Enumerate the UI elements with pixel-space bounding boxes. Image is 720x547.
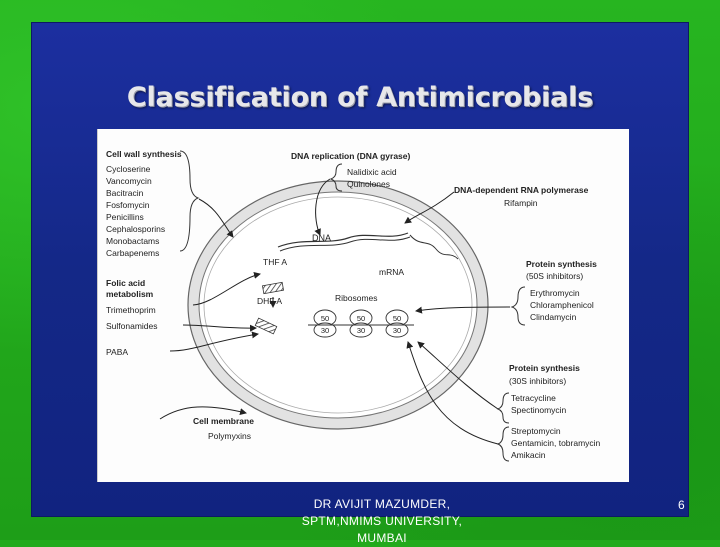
mrna-strand: [409, 234, 459, 260]
protein-50s-heading: Protein synthesis: [526, 259, 597, 269]
protein30-brace: [496, 392, 510, 424]
subunit-30: 30: [321, 326, 329, 335]
cell-wall-group: Cell wall synthesis Cycloserine Vancomyc…: [106, 149, 182, 258]
protein-30s-heading: Protein synthesis: [509, 363, 580, 373]
aminoglycoside-brace: [496, 426, 510, 462]
protein-50s-drug: Chloramphenicol: [530, 300, 594, 310]
diagram-svg: Cell wall synthesis Cycloserine Vancomyc…: [106, 149, 601, 462]
dna-strand-2: [279, 236, 411, 252]
cell-wall-brace: [179, 150, 200, 252]
cell-wall-drug: Vancomycin: [106, 176, 152, 186]
protein-30s-drug: Tetracycline: [511, 393, 556, 403]
arrows: [159, 178, 511, 445]
protein-50s-drug: Erythromycin: [530, 288, 580, 298]
ribosome-subunit-labels: 50 30 50 30 50 30: [321, 314, 401, 335]
protein-50s-subheading: (50S inhibitors): [526, 271, 583, 281]
dhf-label: DHF A: [257, 296, 282, 306]
cell-wall-drug: Cephalosporins: [106, 224, 165, 234]
footer-author: DR AVIJIT MAZUMDER, SPTM,NMIMS UNIVERSIT…: [262, 496, 502, 547]
protein-30s-drug: Spectinomycin: [511, 405, 567, 415]
folic-acid-heading: Folic acid: [106, 278, 145, 288]
subunit-50: 50: [321, 314, 329, 323]
ribosomes-label: Ribosomes: [335, 293, 378, 303]
cell-wall-drug: Carbapenems: [106, 248, 159, 258]
ribosomes: [308, 309, 414, 338]
dna-replication-drug: Nalidixic acid: [347, 167, 397, 177]
folic-acid-drug: Sulfonamides: [106, 321, 158, 331]
dna-label: DNA: [312, 233, 331, 243]
protein-30s-drug: Streptomycin: [511, 426, 561, 436]
cell-wall-heading: Cell wall synthesis: [106, 149, 182, 159]
slide-title: Classification of Antimicrobials: [126, 82, 594, 113]
cell-wall-drug: Cycloserine: [106, 164, 151, 174]
protein-30s-drug: Gentamicin, tobramycin: [511, 438, 601, 448]
thf-label: THF A: [263, 257, 287, 267]
dna-rep-brace: [329, 163, 343, 192]
protein-50s-group: Protein synthesis (50S inhibitors) Eryth…: [526, 259, 597, 322]
rna-polymerase-drug: Rifampin: [504, 198, 538, 208]
footer-line: SPTM,NMIMS UNIVERSITY,: [301, 514, 463, 528]
subunit-30: 30: [393, 326, 401, 335]
protein-30s-drug: Amikacin: [511, 450, 546, 460]
dna-replication-heading: DNA replication (DNA gyrase): [291, 151, 411, 161]
subunit-30: 30: [357, 326, 365, 335]
cytoplasm: [203, 196, 473, 414]
paba-label: PABA: [106, 347, 128, 357]
protein50-brace: [510, 286, 526, 326]
antimicrobial-diagram: Cell wall synthesis Cycloserine Vancomyc…: [97, 129, 629, 482]
cell-wall-drug: Fosfomycin: [106, 200, 150, 210]
page-number: 6: [678, 498, 685, 512]
mrna-label: mRNA: [379, 267, 404, 277]
dna-strand: [277, 232, 409, 248]
cell-membrane-drug: Polymyxins: [208, 431, 251, 441]
subunit-50: 50: [357, 314, 365, 323]
protein-50s-drug: Clindamycin: [530, 312, 577, 322]
protein-30s-group: Protein synthesis (30S inhibitors) Tetra…: [509, 363, 601, 460]
dna-replication-group: DNA replication (DNA gyrase) Nalidixic a…: [291, 151, 411, 189]
rna-polymerase-heading: DNA-dependent RNA polymerase: [454, 185, 589, 195]
cell-membrane-heading: Cell membrane: [193, 416, 254, 426]
footer-line: MUMBAI: [357, 531, 407, 545]
cell-wall-drug: Bacitracin: [106, 188, 144, 198]
rna-polymerase-group: DNA-dependent RNA polymerase Rifampin: [454, 185, 589, 208]
cell-wall-drug: Penicillins: [106, 212, 144, 222]
folic-acid-group: Folic acid metabolism Trimethoprim Sulfo…: [106, 278, 158, 331]
dna-replication-drug: Quinolones: [347, 179, 390, 189]
sulfa-block: [254, 317, 278, 335]
footer-line: DR AVIJIT MAZUMDER,: [313, 497, 451, 511]
protein-30s-subheading: (30S inhibitors): [509, 376, 566, 386]
thf-block: [261, 281, 285, 295]
cell-membrane-group: Cell membrane Polymyxins: [193, 416, 254, 441]
folic-acid-heading: metabolism: [106, 289, 154, 299]
subunit-50: 50: [393, 314, 401, 323]
folic-acid-drug: Trimethoprim: [106, 305, 156, 315]
cell-wall-drug: Monobactams: [106, 236, 159, 246]
